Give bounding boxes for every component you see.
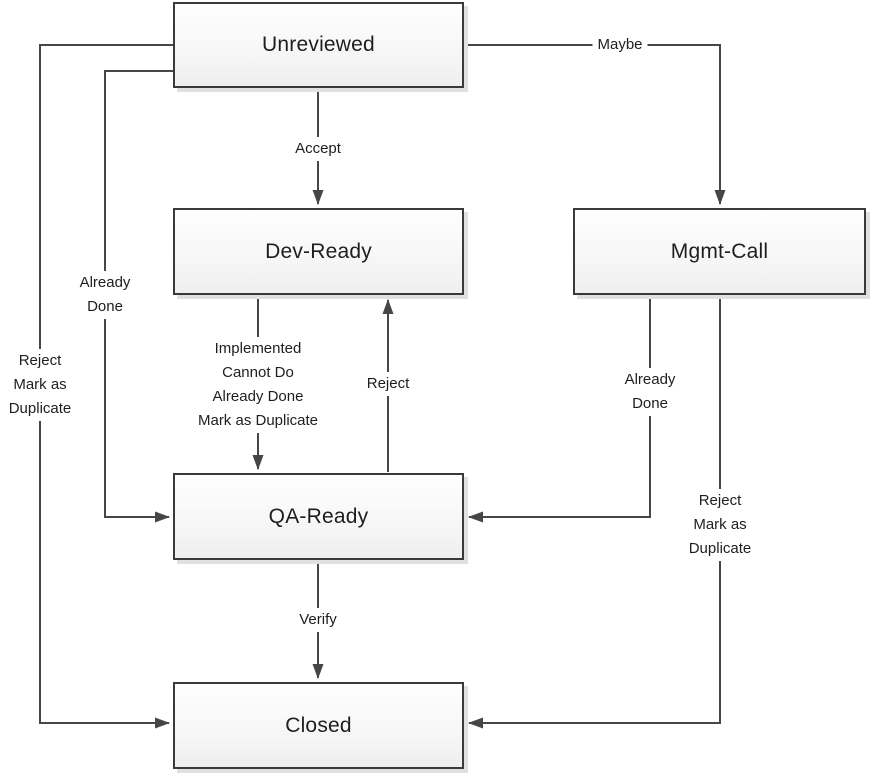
edge-label-reject-duplicate-right: Reject Mark as Duplicate (683, 489, 757, 561)
node-dev-ready: Dev-Ready (173, 208, 464, 295)
edge-label-implemented: Implemented Cannot Do Already Done Mark … (192, 337, 324, 433)
edge-label-reject-mid: Reject (361, 372, 415, 396)
edge-label-already-done-right: Already Done (619, 368, 681, 416)
node-closed: Closed (173, 682, 464, 769)
edge-label-verify: Verify (294, 608, 342, 632)
node-dev-ready-label: Dev-Ready (265, 239, 372, 263)
edge-label-accept: Accept (290, 137, 346, 161)
node-unreviewed: Unreviewed (173, 2, 464, 88)
edge-label-already-done-left: Already Done (74, 271, 136, 319)
node-qa-ready: QA-Ready (173, 473, 464, 560)
edge-reject-duplicate-right-line (468, 296, 721, 729)
edge-maybe-line (464, 44, 726, 205)
edge-label-reject-duplicate-left: Reject Mark as Duplicate (3, 349, 77, 421)
node-closed-label: Closed (285, 713, 352, 737)
node-qa-ready-label: QA-Ready (268, 504, 369, 528)
node-mgmt-call-label: Mgmt-Call (670, 239, 769, 263)
edge-label-maybe: Maybe (592, 33, 648, 57)
node-mgmt-call: Mgmt-Call (573, 208, 866, 295)
node-unreviewed-label: Unreviewed (262, 33, 375, 56)
